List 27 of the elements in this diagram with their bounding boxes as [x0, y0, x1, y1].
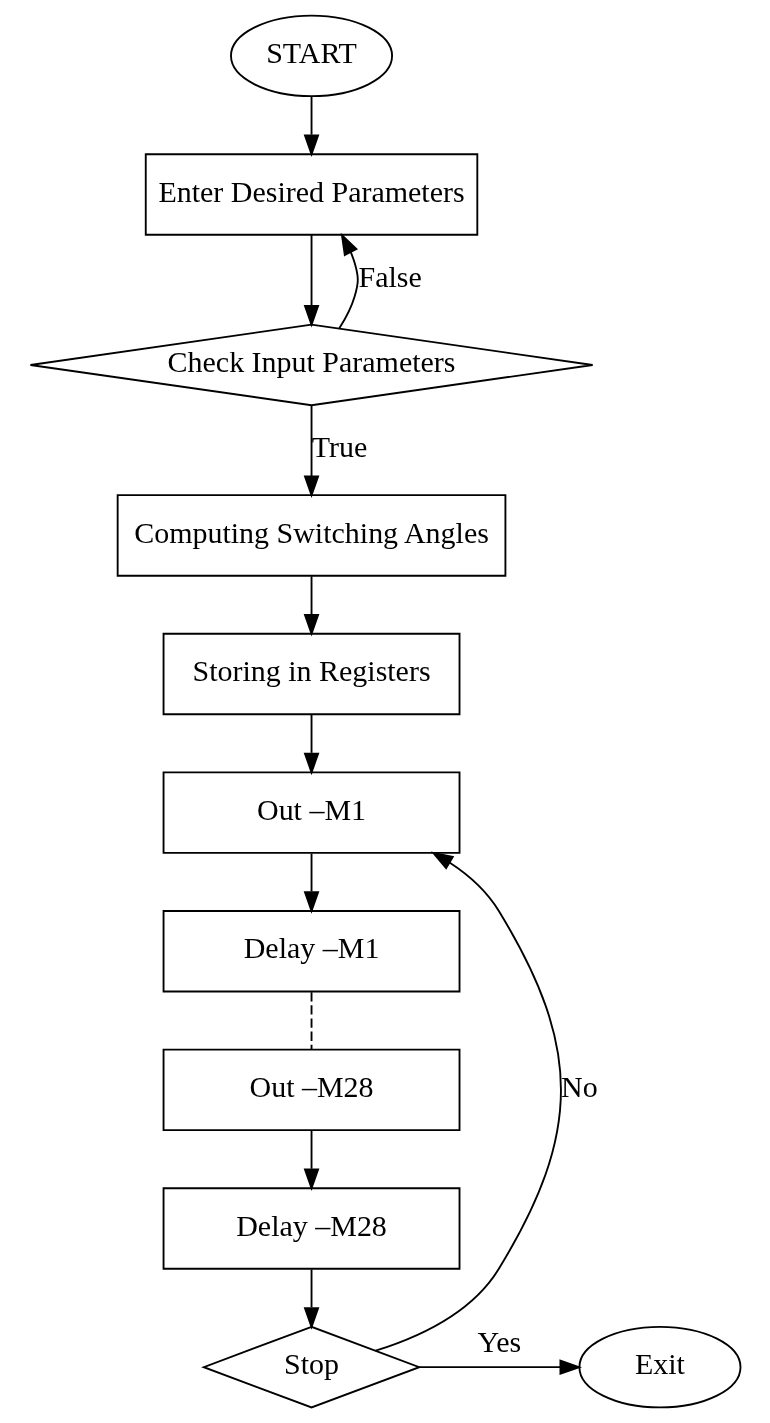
- node-box: Storing in Registers: [162, 632, 460, 716]
- arrow: [337, 232, 359, 330]
- node-diamond: Stop: [200, 1325, 422, 1409]
- node-ellipse: START: [229, 14, 393, 98]
- node-ellipse: Exit: [577, 1325, 741, 1409]
- node-diamond: Check Input Parameters: [29, 323, 594, 407]
- node-box: Computing Switching Angles: [116, 494, 506, 577]
- edge-label: True: [311, 430, 367, 464]
- arrow: [303, 1129, 319, 1191]
- arrow: [303, 404, 319, 498]
- arrow: [374, 851, 562, 1352]
- arrow: [303, 234, 319, 328]
- arrow: [303, 95, 319, 157]
- arrow: [417, 1359, 582, 1375]
- node-box: Out –M28: [162, 1048, 460, 1132]
- arrow: [303, 852, 319, 914]
- node-box: Delay –M1: [162, 910, 460, 993]
- edge-label: False: [358, 259, 422, 293]
- connector: [310, 991, 312, 1051]
- arrow: [303, 575, 319, 637]
- edge-label: No: [560, 1070, 598, 1104]
- node-box: Delay –M28: [162, 1187, 460, 1270]
- arrow: [303, 1268, 319, 1330]
- edge-label: Yes: [477, 1324, 521, 1358]
- node-box: Enter Desired Parameters: [144, 153, 478, 236]
- arrow: [303, 714, 319, 776]
- node-box: Out –M1: [162, 771, 460, 854]
